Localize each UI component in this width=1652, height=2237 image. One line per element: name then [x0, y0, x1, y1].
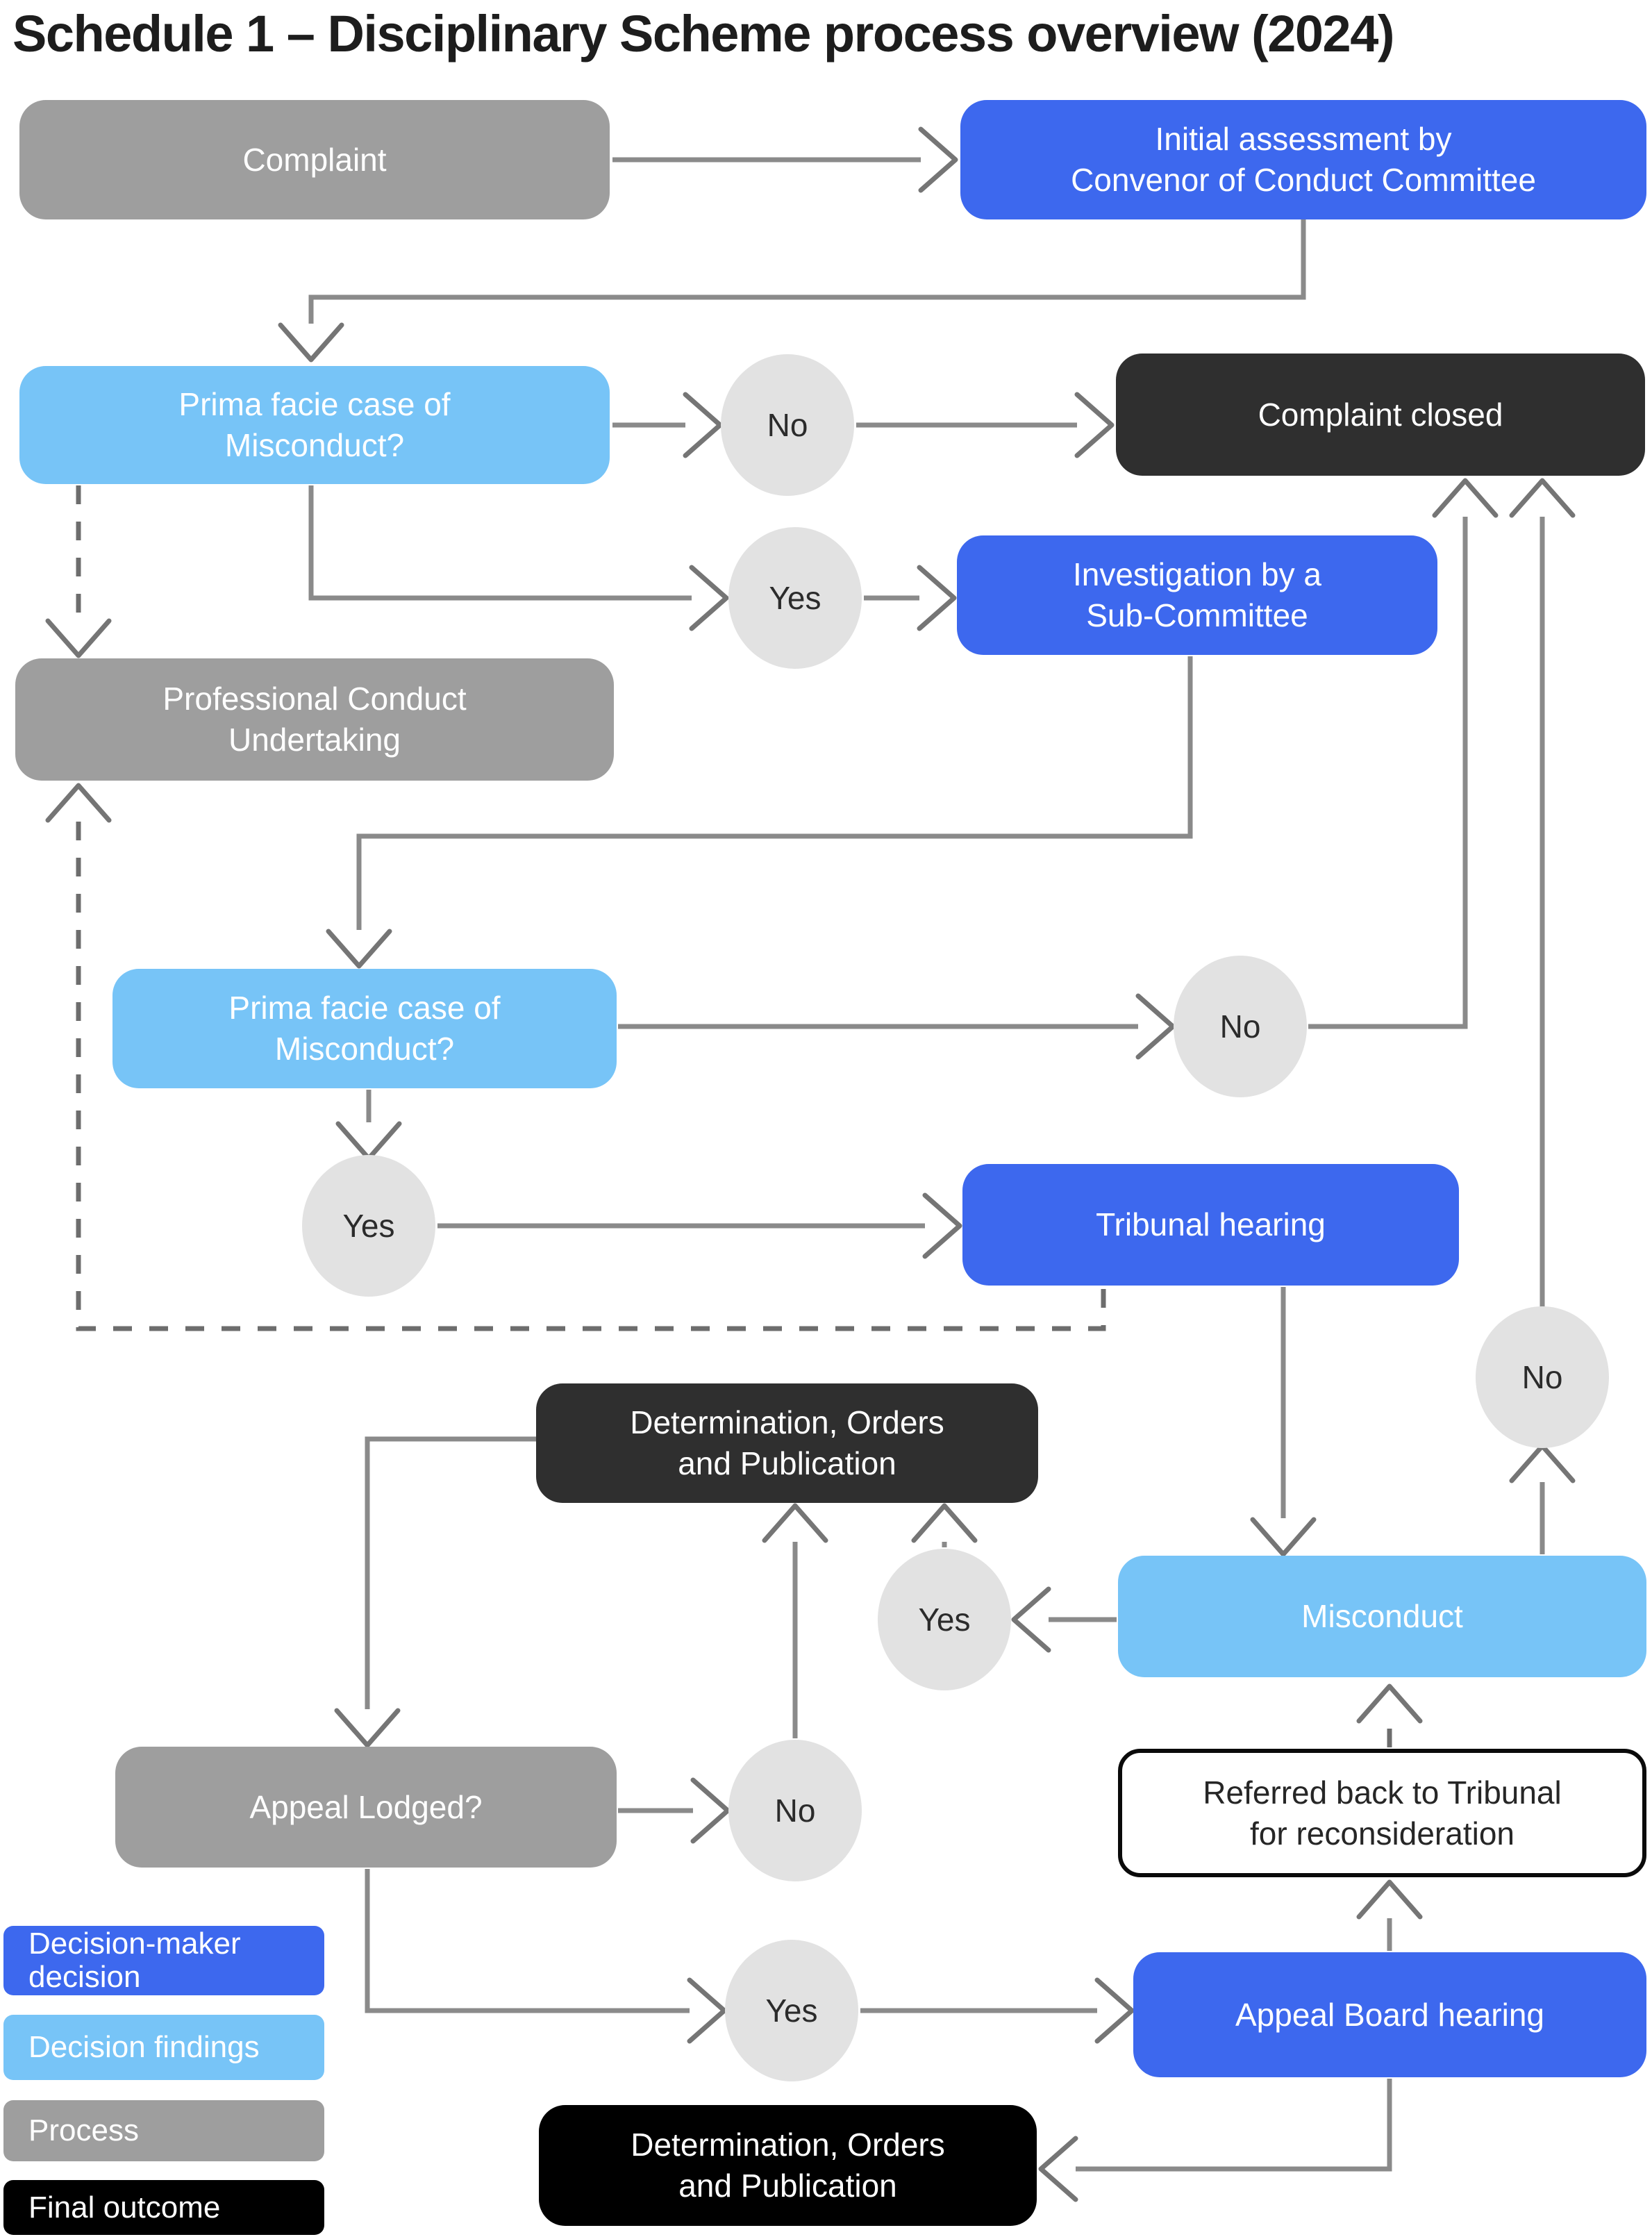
node-complaint-closed: Complaint closed [1116, 354, 1645, 476]
arrowhead-right-investigation [917, 565, 957, 631]
arrowhead-up-det1-b [762, 1503, 828, 1543]
arrowhead-right-no2 [1135, 993, 1176, 1060]
decision-circle-no-4: No [728, 1740, 862, 1881]
arrowhead-down-professional [45, 618, 112, 658]
node-prima-facie-2: Prima facie case of Misconduct? [112, 969, 617, 1088]
node-misconduct: Misconduct [1118, 1556, 1646, 1677]
arrowhead-left-yes3 [1011, 1586, 1051, 1653]
node-professional-conduct: Professional Conduct Undertaking [15, 658, 614, 781]
node-determination-2: Determination, Orders and Publication [539, 2105, 1037, 2226]
node-referred-back: Referred back to Tribunal for reconsider… [1118, 1749, 1646, 1877]
decision-circle-yes-1: Yes [728, 527, 862, 669]
node-prima-facie-1: Prima facie case of Misconduct? [19, 366, 610, 484]
arrowhead-right-tribunal [922, 1192, 962, 1259]
node-complaint: Complaint [19, 100, 610, 219]
decision-circle-yes-5: Yes [725, 1940, 858, 2081]
decision-circle-no-3: No [1476, 1306, 1609, 1448]
arrowhead-down-appeal-lodged [334, 1708, 401, 1748]
node-investigation: Investigation by a Sub-Committee [957, 535, 1437, 655]
dashed-tribunal-to-professional [76, 822, 1106, 1331]
edge-appeal-lodged-to-yes5 [365, 1869, 690, 2013]
decision-circle-no-2: No [1174, 956, 1307, 1097]
edge-appeal-board-to-det2 [1076, 2079, 1392, 2172]
arrowhead-right-no1 [683, 392, 723, 458]
edge-prima1-to-yes1 [308, 485, 692, 601]
legend-process: Process [3, 2100, 324, 2161]
arrowhead-up-det1-a [911, 1503, 978, 1543]
arrowhead-down-prima1 [278, 322, 344, 363]
legend-decision-findings: Decision findings [3, 2015, 324, 2080]
page-title: Schedule 1 – Disciplinary Scheme process… [12, 5, 1395, 63]
arrowhead-right-no4 [690, 1777, 731, 1844]
edge-no2-to-closed [1308, 517, 1468, 1029]
legend-final-outcome: Final outcome [3, 2180, 324, 2235]
arrowhead-right-initial [918, 126, 958, 193]
arrowhead-left-det2 [1038, 2136, 1078, 2202]
arrowhead-up-referred [1356, 1879, 1423, 1920]
arrowhead-up-closed-b [1509, 478, 1576, 518]
legend-decision-maker-decision: Decision-maker decision [3, 1926, 324, 1995]
node-initial-assessment: Initial assessment by Convenor of Conduc… [960, 100, 1646, 219]
arrowhead-down-misconduct [1250, 1517, 1317, 1557]
edge-initial-to-prima1 [308, 219, 1306, 324]
arrowhead-up-professional [45, 783, 112, 823]
node-determination-1: Determination, Orders and Publication [536, 1383, 1038, 1503]
arrowhead-up-closed-a [1432, 478, 1499, 518]
arrowhead-right-closed [1074, 392, 1115, 458]
decision-circle-yes-3: Yes [878, 1549, 1011, 1690]
edge-det1-to-appeal-lodged [365, 1436, 536, 1709]
node-appeal-board-hearing: Appeal Board hearing [1133, 1952, 1646, 2077]
node-appeal-lodged: Appeal Lodged? [115, 1747, 617, 1868]
edge-investigation-to-prima2 [356, 656, 1193, 930]
arrowhead-right-appeal-board [1094, 1977, 1135, 2044]
node-tribunal-hearing: Tribunal hearing [962, 1164, 1459, 1286]
arrowhead-down-yes2 [335, 1121, 402, 1161]
arrowhead-right-yes1 [689, 565, 729, 631]
arrowhead-up-no3 [1509, 1443, 1576, 1483]
arrowhead-down-prima2 [326, 929, 392, 969]
arrowhead-right-yes5 [687, 1977, 727, 2044]
decision-circle-no-1: No [721, 354, 854, 496]
arrowhead-up-misconduct [1356, 1683, 1423, 1724]
decision-circle-yes-2: Yes [302, 1155, 435, 1297]
